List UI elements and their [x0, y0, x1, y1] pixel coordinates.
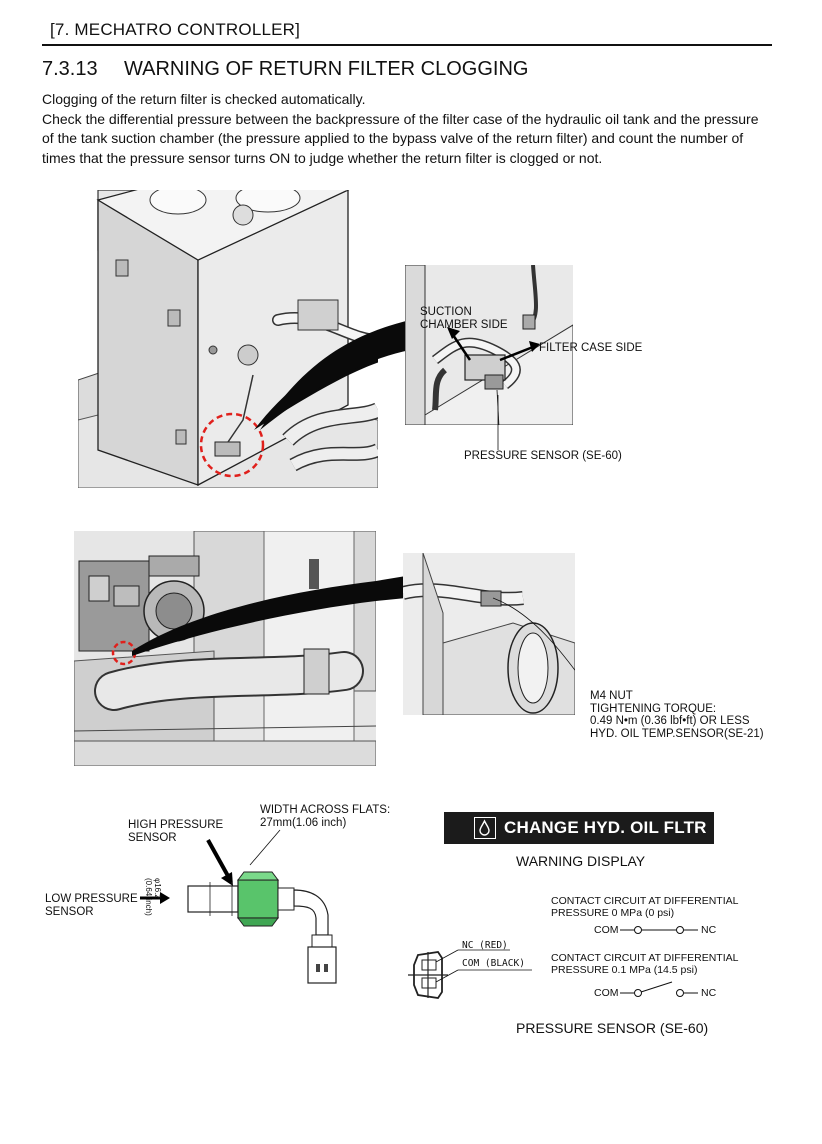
paragraph-2: Check the differential pressure between … — [42, 110, 759, 166]
temp-sensor-inset-photo — [403, 553, 575, 715]
switch-open-symbol — [620, 926, 698, 934]
warning-display-label: WARNING DISPLAY — [516, 853, 646, 869]
nc-label-0: NC — [701, 924, 717, 936]
warning-banner: CHANGE HYD. OIL FLTR — [444, 812, 714, 844]
description: Clogging of the return filter is checked… — [42, 90, 772, 168]
temp-sensor-callout: M4 NUT TIGHTENING TORQUE: 0.49 N•m (0.36… — [590, 690, 764, 740]
contact-circuit-1-label: CONTACT CIRCUIT AT DIFFERENTIAL PRESSURE… — [551, 952, 739, 976]
section-number: 7.3.13 — [42, 58, 98, 80]
section-title: 7.3.13 WARNING OF RETURN FILTER CLOGGING — [42, 58, 528, 81]
filter-case-label: FILTER CASE SIDE — [539, 342, 643, 354]
high-pressure-label: HIGH PRESSURE SENSOR — [128, 819, 224, 844]
section-heading: WARNING OF RETURN FILTER CLOGGING — [124, 58, 529, 80]
width-across-flats-label: WIDTH ACROSS FLATS: 27mm(1.06 inch) — [260, 804, 391, 829]
oil-drop-icon — [474, 817, 496, 839]
low-pressure-label: LOW PRESSURE SENSOR — [45, 893, 138, 918]
callout-wedge-1 — [260, 320, 410, 430]
sensor-highlight-circle — [199, 412, 265, 478]
pressure-sensor-leader — [497, 395, 499, 450]
pressure-sensor-caption: PRESSURE SENSOR (SE-60) — [516, 1020, 709, 1036]
diameter-label: φ16.2 (0.64 inch) — [144, 878, 162, 916]
sensor-inset-photo — [405, 265, 573, 425]
pump-photo — [74, 531, 376, 766]
contact-circuit-0-label: CONTACT CIRCUIT AT DIFFERENTIAL PRESSURE… — [551, 895, 739, 919]
connector-icon — [408, 949, 532, 999]
pressure-sensor-label: PRESSURE SENSOR (SE-60) — [464, 450, 622, 462]
warning-banner-text: CHANGE HYD. OIL FLTR — [504, 818, 707, 837]
com-black-label: COM (BLACK) — [462, 958, 525, 969]
chapter-title: [7. MECHATRO CONTROLLER] — [50, 20, 301, 39]
switch-closed-symbol — [620, 981, 698, 997]
com-label-0: COM — [594, 924, 619, 936]
nc-label-1: NC — [701, 987, 717, 999]
callout-wedge-2 — [376, 576, 406, 601]
nc-red-label: NC (RED) — [462, 940, 508, 951]
com-label-1: COM — [594, 987, 619, 999]
suction-chamber-label: SUCTION CHAMBER SIDE — [420, 306, 508, 331]
paragraph-1: Clogging of the return filter is checked… — [42, 91, 366, 107]
chapter-header: [7. MECHATRO CONTROLLER] — [42, 18, 772, 46]
pressure-sensor-drawing — [140, 829, 337, 984]
